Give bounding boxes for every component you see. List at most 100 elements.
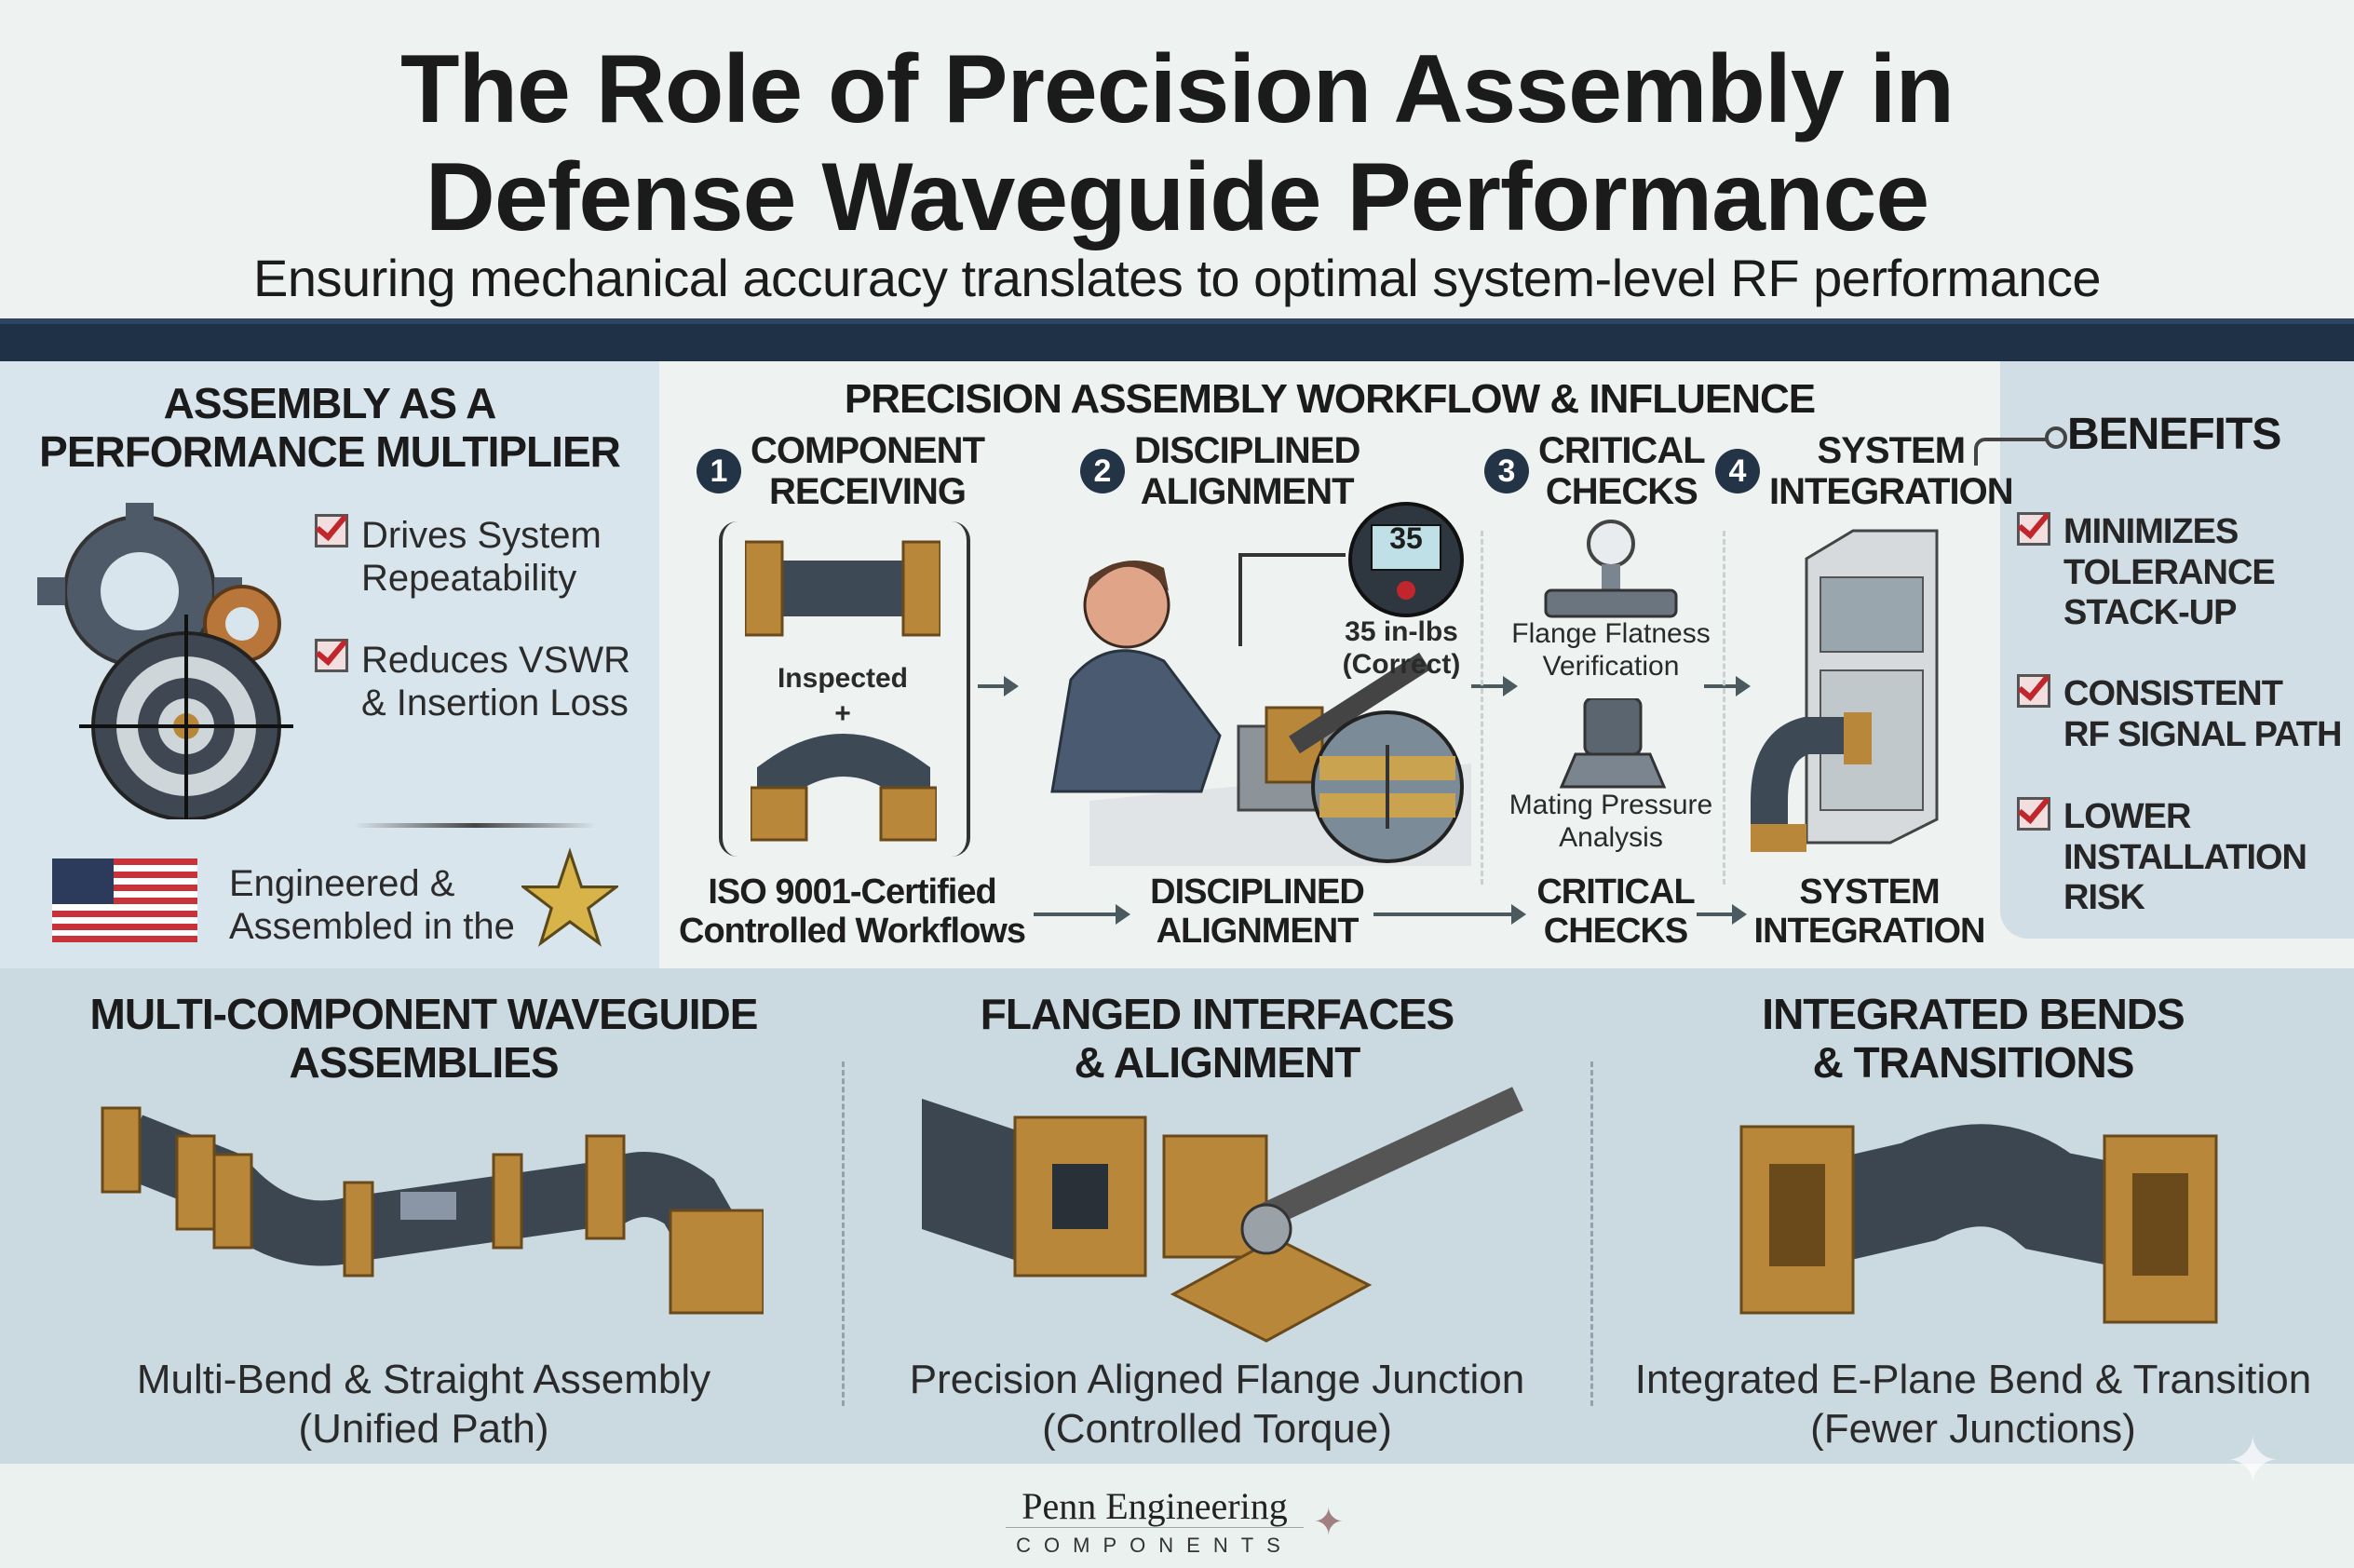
divider	[1481, 531, 1483, 885]
callout-line	[1238, 553, 1346, 646]
pressure-sensor-icon	[1559, 698, 1667, 789]
torque-status: (Correct)	[1342, 648, 1461, 680]
checkbox-icon	[315, 514, 348, 547]
benefit-line: INSTALLATION	[2063, 837, 2307, 877]
step-number-badge: 4	[1715, 449, 1760, 493]
step-label: INTEGRATION	[1769, 471, 2014, 512]
left-heading: ASSEMBLY AS A PERFORMANCE MULTIPLIER	[0, 379, 659, 476]
checkbox-icon	[2017, 797, 2050, 831]
check-line: Drives System	[361, 515, 602, 556]
header-divider-band	[0, 318, 2354, 361]
caption-line: (Fewer Junctions)	[1810, 1405, 2136, 1452]
flatness-label: Flange Flatness Verification	[1499, 618, 1723, 683]
step-number-badge: 1	[697, 449, 741, 493]
flange-closeup-icon	[1311, 710, 1464, 863]
benefit-line: MINIMIZES	[2063, 512, 2239, 551]
plus-sign: +	[834, 698, 851, 729]
step-label: ALIGNMENT	[1140, 471, 1355, 512]
step-number-badge: 3	[1484, 449, 1529, 493]
bottom-heading-assemblies: MULTI-COMPONENT WAVEGUIDE ASSEMBLIES	[0, 990, 847, 1087]
arrow	[1471, 676, 1518, 696]
subtitle: Ensuring mechanical accuracy translates …	[252, 249, 2102, 307]
checkbox-icon	[2017, 674, 2050, 708]
caption-assemblies: Multi-Bend & Straight Assembly (Unified …	[0, 1356, 847, 1454]
bottom-heading-bends: INTEGRATED BENDS & TRANSITIONS	[1592, 990, 2354, 1087]
heading-line: FLANGED INTERFACES	[980, 990, 1454, 1038]
pressure-line-1: Mating Pressure	[1508, 790, 1713, 820]
flow-system-integration: SYSTEM INTEGRATION	[1741, 872, 1997, 952]
divider	[1723, 531, 1725, 885]
torque-value: 35 in-lbs	[1345, 616, 1458, 647]
flow-label: CHECKS	[1543, 911, 1688, 951]
heading-line: ASSEMBLIES	[289, 1037, 559, 1087]
step-number-badge: 2	[1080, 449, 1125, 493]
check-line: Repeatability	[361, 558, 577, 599]
title-line-2: Defense Waveguide Performance	[425, 143, 1929, 252]
sparkle-icon: ✦	[1313, 1502, 1345, 1543]
brand-name: Penn Engineering	[1006, 1486, 1304, 1528]
bracket	[719, 521, 970, 857]
flatness-gauge-icon	[1544, 520, 1678, 618]
inspected-label: Inspected	[777, 663, 909, 694]
workflow-heading: PRECISION ASSEMBLY WORKFLOW & INFLUENCE	[844, 376, 1816, 422]
caption-line: Integrated E-Plane Bend & Transition	[1634, 1357, 2312, 1402]
caption-line: (Controlled Torque)	[1042, 1405, 1392, 1452]
step-label: RECEIVING	[768, 471, 967, 512]
benefit-line: STACK-UP	[2063, 593, 2238, 633]
flatness-line-2: Verification	[1542, 650, 1680, 682]
check-item-repeatability: Drives System Repeatability	[315, 514, 602, 600]
brand-subtitle: COMPONENTS	[1016, 1534, 1293, 1557]
bottom-heading-flanged: FLANGED INTERFACES & ALIGNMENT	[844, 990, 1590, 1087]
heading-line: & ALIGNMENT	[1074, 1037, 1361, 1087]
flatness-line-1: Flange Flatness	[1511, 618, 1711, 649]
divider	[842, 1061, 845, 1406]
page-title: The Role of Precision Assembly in Defens…	[0, 35, 2354, 252]
multi-bend-assembly-image	[101, 1106, 764, 1315]
sparkle-watermark-icon: ✦	[2225, 1425, 2280, 1497]
flow-label: Controlled Workflows	[679, 911, 1026, 951]
benefit-item: LOWER INSTALLATION RISK	[2017, 797, 2307, 919]
brand-logo: Penn Engineering COMPONENTS	[1006, 1486, 1304, 1558]
arrow	[1373, 904, 1526, 925]
pressure-label: Mating Pressure Analysis	[1490, 790, 1732, 854]
connector-node-icon	[2045, 426, 2067, 449]
flow-label: DISCIPLINED	[1150, 872, 1365, 912]
flow-iso-certified: ISO 9001-Certified Controlled Workflows	[670, 872, 1034, 952]
flow-label: ALIGNMENT	[1156, 911, 1360, 951]
benefit-line: LOWER	[2063, 797, 2191, 836]
left-heading-line-2: PERFORMANCE MULTIPLIER	[39, 426, 621, 476]
step-label: CRITICAL	[1538, 430, 1706, 471]
arrow	[1697, 904, 1747, 925]
benefits-heading: BENEFITS	[2067, 410, 2281, 459]
flange-junction-image	[922, 1087, 1523, 1343]
divider	[1590, 1061, 1593, 1406]
flow-label: ISO 9001-Certified	[708, 872, 996, 912]
arrow	[978, 676, 1019, 696]
torque-label: 35 in-lbs (Correct)	[1332, 616, 1471, 681]
flow-disciplined-alignment: DISCIPLINED ALIGNMENT	[1117, 872, 1397, 952]
benefit-item: MINIMIZES TOLERANCE STACK-UP	[2017, 512, 2276, 634]
title-line-1: The Role of Precision Assembly in	[399, 35, 1955, 143]
caption-bends: Integrated E-Plane Bend & Transition (Fe…	[1592, 1356, 2354, 1454]
arrow	[1704, 676, 1751, 696]
step-label: SYSTEM	[1817, 430, 1966, 471]
gold-star-icon	[521, 847, 618, 947]
system-rack-illustration	[1751, 529, 1939, 852]
benefit-line: TOLERANCE	[2063, 552, 2276, 592]
heading-line: INTEGRATED BENDS	[1762, 990, 2185, 1038]
flow-label: INTEGRATION	[1753, 911, 1986, 951]
benefits-connector	[1974, 438, 2049, 466]
flow-critical-checks: CRITICAL CHECKS	[1513, 872, 1718, 952]
arrow	[1034, 904, 1130, 925]
origin-line-2: Assembled in the	[229, 906, 515, 947]
divider	[354, 823, 596, 828]
origin-line-1: Engineered &	[229, 863, 455, 904]
flow-label: SYSTEM	[1799, 872, 1940, 912]
e-plane-bend-image	[1739, 1124, 2218, 1324]
benefit-line: CONSISTENT	[2063, 674, 2283, 713]
torque-readout: 35	[1389, 521, 1423, 555]
